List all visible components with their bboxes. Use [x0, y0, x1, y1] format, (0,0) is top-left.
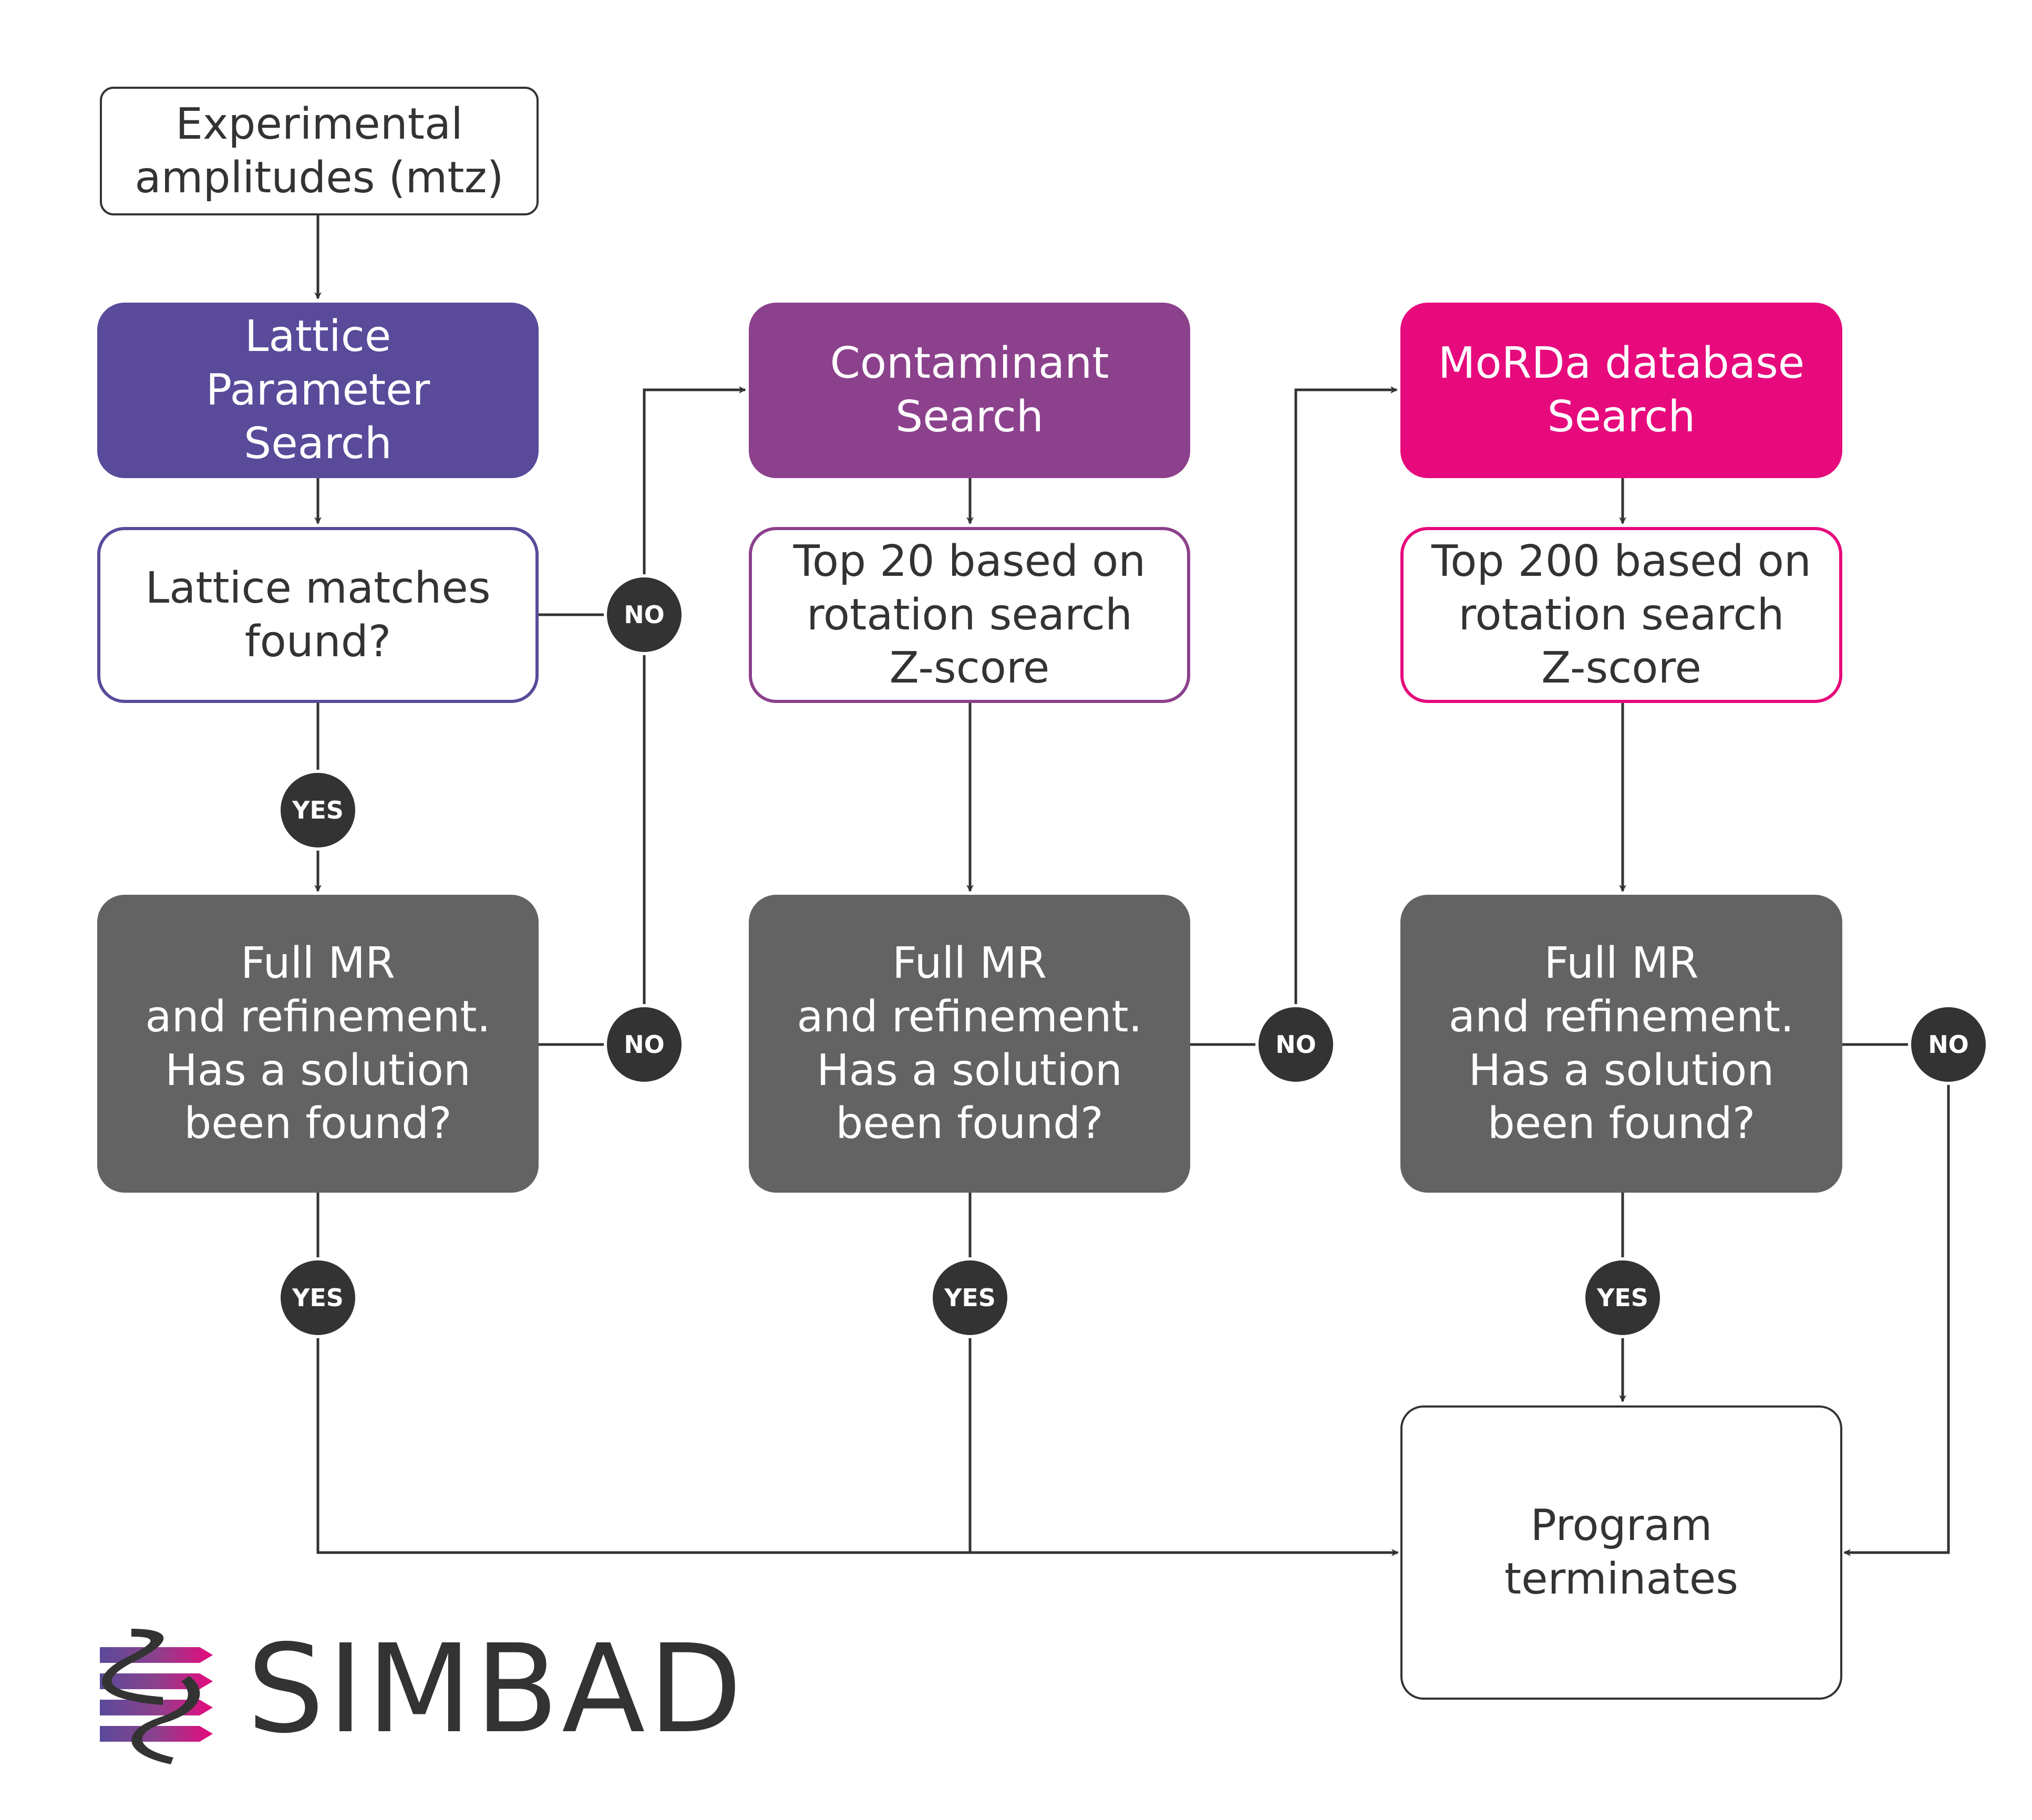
morda-search-node: MoRDa database Search: [1400, 303, 1842, 478]
lattice-matches-label: Lattice matches found?: [145, 563, 491, 667]
badge-no-mr2: NO: [1255, 1004, 1336, 1085]
badge-no-lattice: NO: [604, 574, 685, 655]
contaminant-search-node: Contaminant Search: [749, 303, 1190, 478]
lattice-search-label: Lattice Parameter Search: [205, 312, 430, 469]
badge-yes-mr2: YES: [930, 1257, 1010, 1338]
contaminant-search-label: Contaminant Search: [830, 338, 1109, 442]
full-mr-label-3: Full MR and refinement. Has a solution b…: [1448, 938, 1794, 1149]
top20-label: Top 20 based on rotation search Z-score: [793, 536, 1146, 694]
full-mr-node-3: Full MR and refinement. Has a solution b…: [1400, 895, 1842, 1193]
badge-no-mr1: NO: [604, 1004, 685, 1085]
lattice-search-node: Lattice Parameter Search: [97, 303, 539, 478]
morda-search-label: MoRDa database Search: [1438, 338, 1805, 442]
top20-node: Top 20 based on rotation search Z-score: [749, 527, 1190, 703]
simbad-logo-text: SIMBAD: [247, 1618, 746, 1760]
edge-mr1-yes: [316, 1193, 970, 1554]
top200-node: Top 200 based on rotation search Z-score: [1400, 527, 1842, 703]
badge-yes-mr3: YES: [1582, 1257, 1663, 1338]
simbad-logo-icon: [100, 1629, 213, 1764]
badge-no-mr3: NO: [1908, 1004, 1989, 1085]
edge-mr2-no-to-morda: [1190, 386, 1398, 1046]
full-mr-node-2: Full MR and refinement. Has a solution b…: [749, 895, 1190, 1193]
full-mr-label-1: Full MR and refinement. Has a solution b…: [145, 938, 491, 1149]
terminate-label: Program terminates: [1504, 1501, 1739, 1604]
top200-label: Top 200 based on rotation search Z-score: [1431, 536, 1811, 694]
edge-mr3-no: [1842, 1043, 1950, 1556]
edge-trunk-to-contaminant: [643, 386, 746, 1045]
full-mr-node-1: Full MR and refinement. Has a solution b…: [97, 895, 539, 1193]
input-node: Experimental amplitudes (mtz): [100, 87, 539, 215]
input-node-label: Experimental amplitudes (mtz): [135, 99, 504, 203]
badge-yes-mr1: YES: [277, 1257, 358, 1338]
lattice-matches-node: Lattice matches found?: [97, 527, 539, 703]
badge-yes-lattice: YES: [277, 770, 358, 851]
terminate-node: Program terminates: [1400, 1405, 1842, 1700]
edge-mr2-yes: [968, 1193, 1399, 1556]
full-mr-label-2: Full MR and refinement. Has a solution b…: [797, 938, 1142, 1149]
